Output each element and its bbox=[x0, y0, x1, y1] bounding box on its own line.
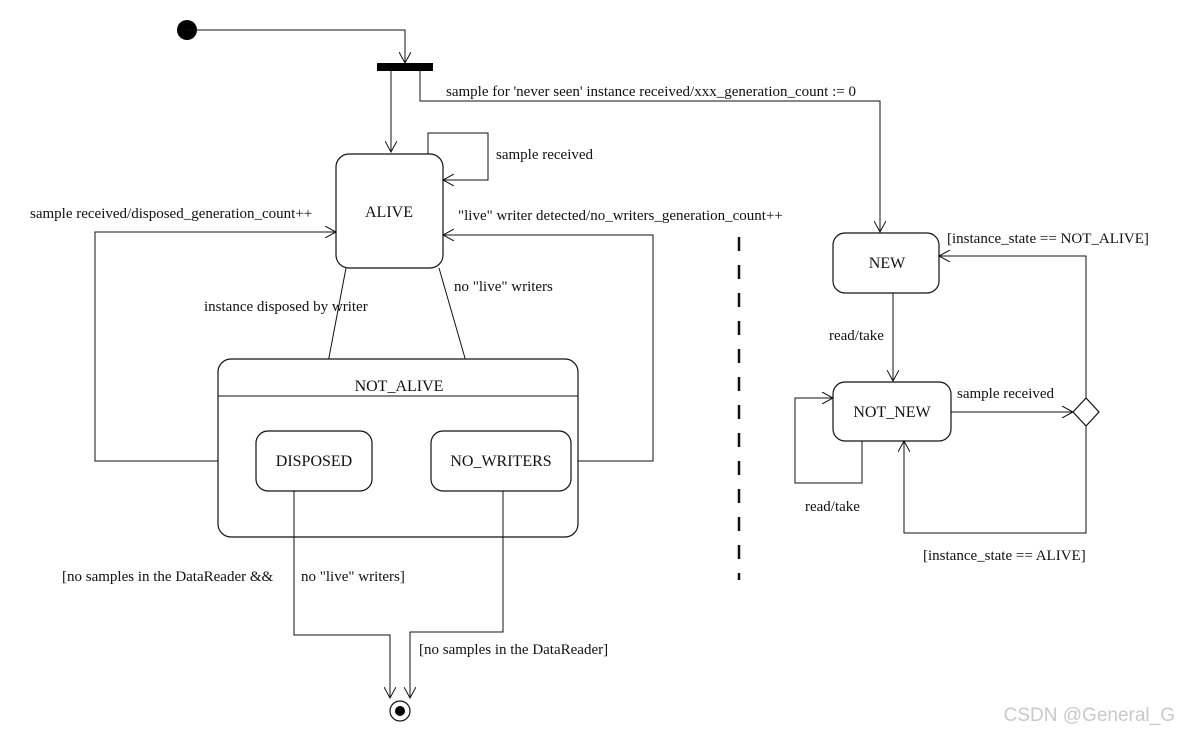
disposed-to-final bbox=[293, 491, 390, 698]
disposed-state bbox=[255, 430, 373, 492]
fork-to-new bbox=[419, 71, 880, 232]
final-disposed-label-1: [no samples in the DataReader && bbox=[62, 569, 274, 585]
guard-alive-label: [instance_state == ALIVE] bbox=[923, 548, 1086, 564]
not-new-label: NOT_NEW bbox=[853, 404, 931, 421]
never-seen-label: sample for 'never seen' instance receive… bbox=[446, 84, 856, 100]
fork-bar bbox=[377, 63, 433, 71]
no-writers-to-alive bbox=[443, 235, 654, 462]
not-alive-composite bbox=[217, 358, 579, 538]
alive-state bbox=[335, 153, 444, 269]
final-disposed-label-2: no "live" writers] bbox=[301, 569, 405, 585]
no-writers-label: NO_WRITERS bbox=[450, 453, 551, 470]
read-take-label-2: read/take bbox=[805, 499, 860, 515]
disposed-label: DISPOSED bbox=[276, 453, 352, 470]
no-writers-state bbox=[430, 430, 572, 492]
not-alive-label: NOT_ALIVE bbox=[355, 378, 444, 395]
new-state bbox=[832, 232, 940, 294]
no-writers-to-final bbox=[410, 491, 504, 698]
self-sample-label: sample received bbox=[496, 147, 594, 163]
watermark: CSDN @General_G bbox=[1004, 705, 1175, 726]
no-live-writers-label: no "live" writers bbox=[454, 279, 553, 295]
decision-to-not-new bbox=[904, 426, 1087, 534]
decision-diamond bbox=[1072, 397, 1100, 427]
initial-transition bbox=[187, 29, 405, 63]
new-label: NEW bbox=[869, 255, 906, 272]
disposed-to-alive bbox=[94, 232, 336, 462]
read-take-label-1: read/take bbox=[829, 328, 884, 344]
live-writer-label: "live" writer detected/no_writers_genera… bbox=[458, 208, 783, 224]
not-new-self-loop bbox=[794, 398, 863, 484]
not-new-sample-label: sample received bbox=[957, 386, 1055, 402]
disposed-by-writer-label: instance disposed by writer bbox=[204, 299, 368, 315]
alive-label: ALIVE bbox=[365, 204, 413, 221]
final-state-core bbox=[395, 706, 405, 716]
alive-self-loop bbox=[427, 132, 489, 180]
guard-not-alive-label: [instance_state == NOT_ALIVE] bbox=[947, 231, 1149, 247]
final-no-writers-label: [no samples in the DataReader] bbox=[419, 642, 608, 658]
disposed-back-label: sample received/disposed_generation_coun… bbox=[30, 206, 312, 222]
decision-to-new bbox=[939, 256, 1087, 398]
